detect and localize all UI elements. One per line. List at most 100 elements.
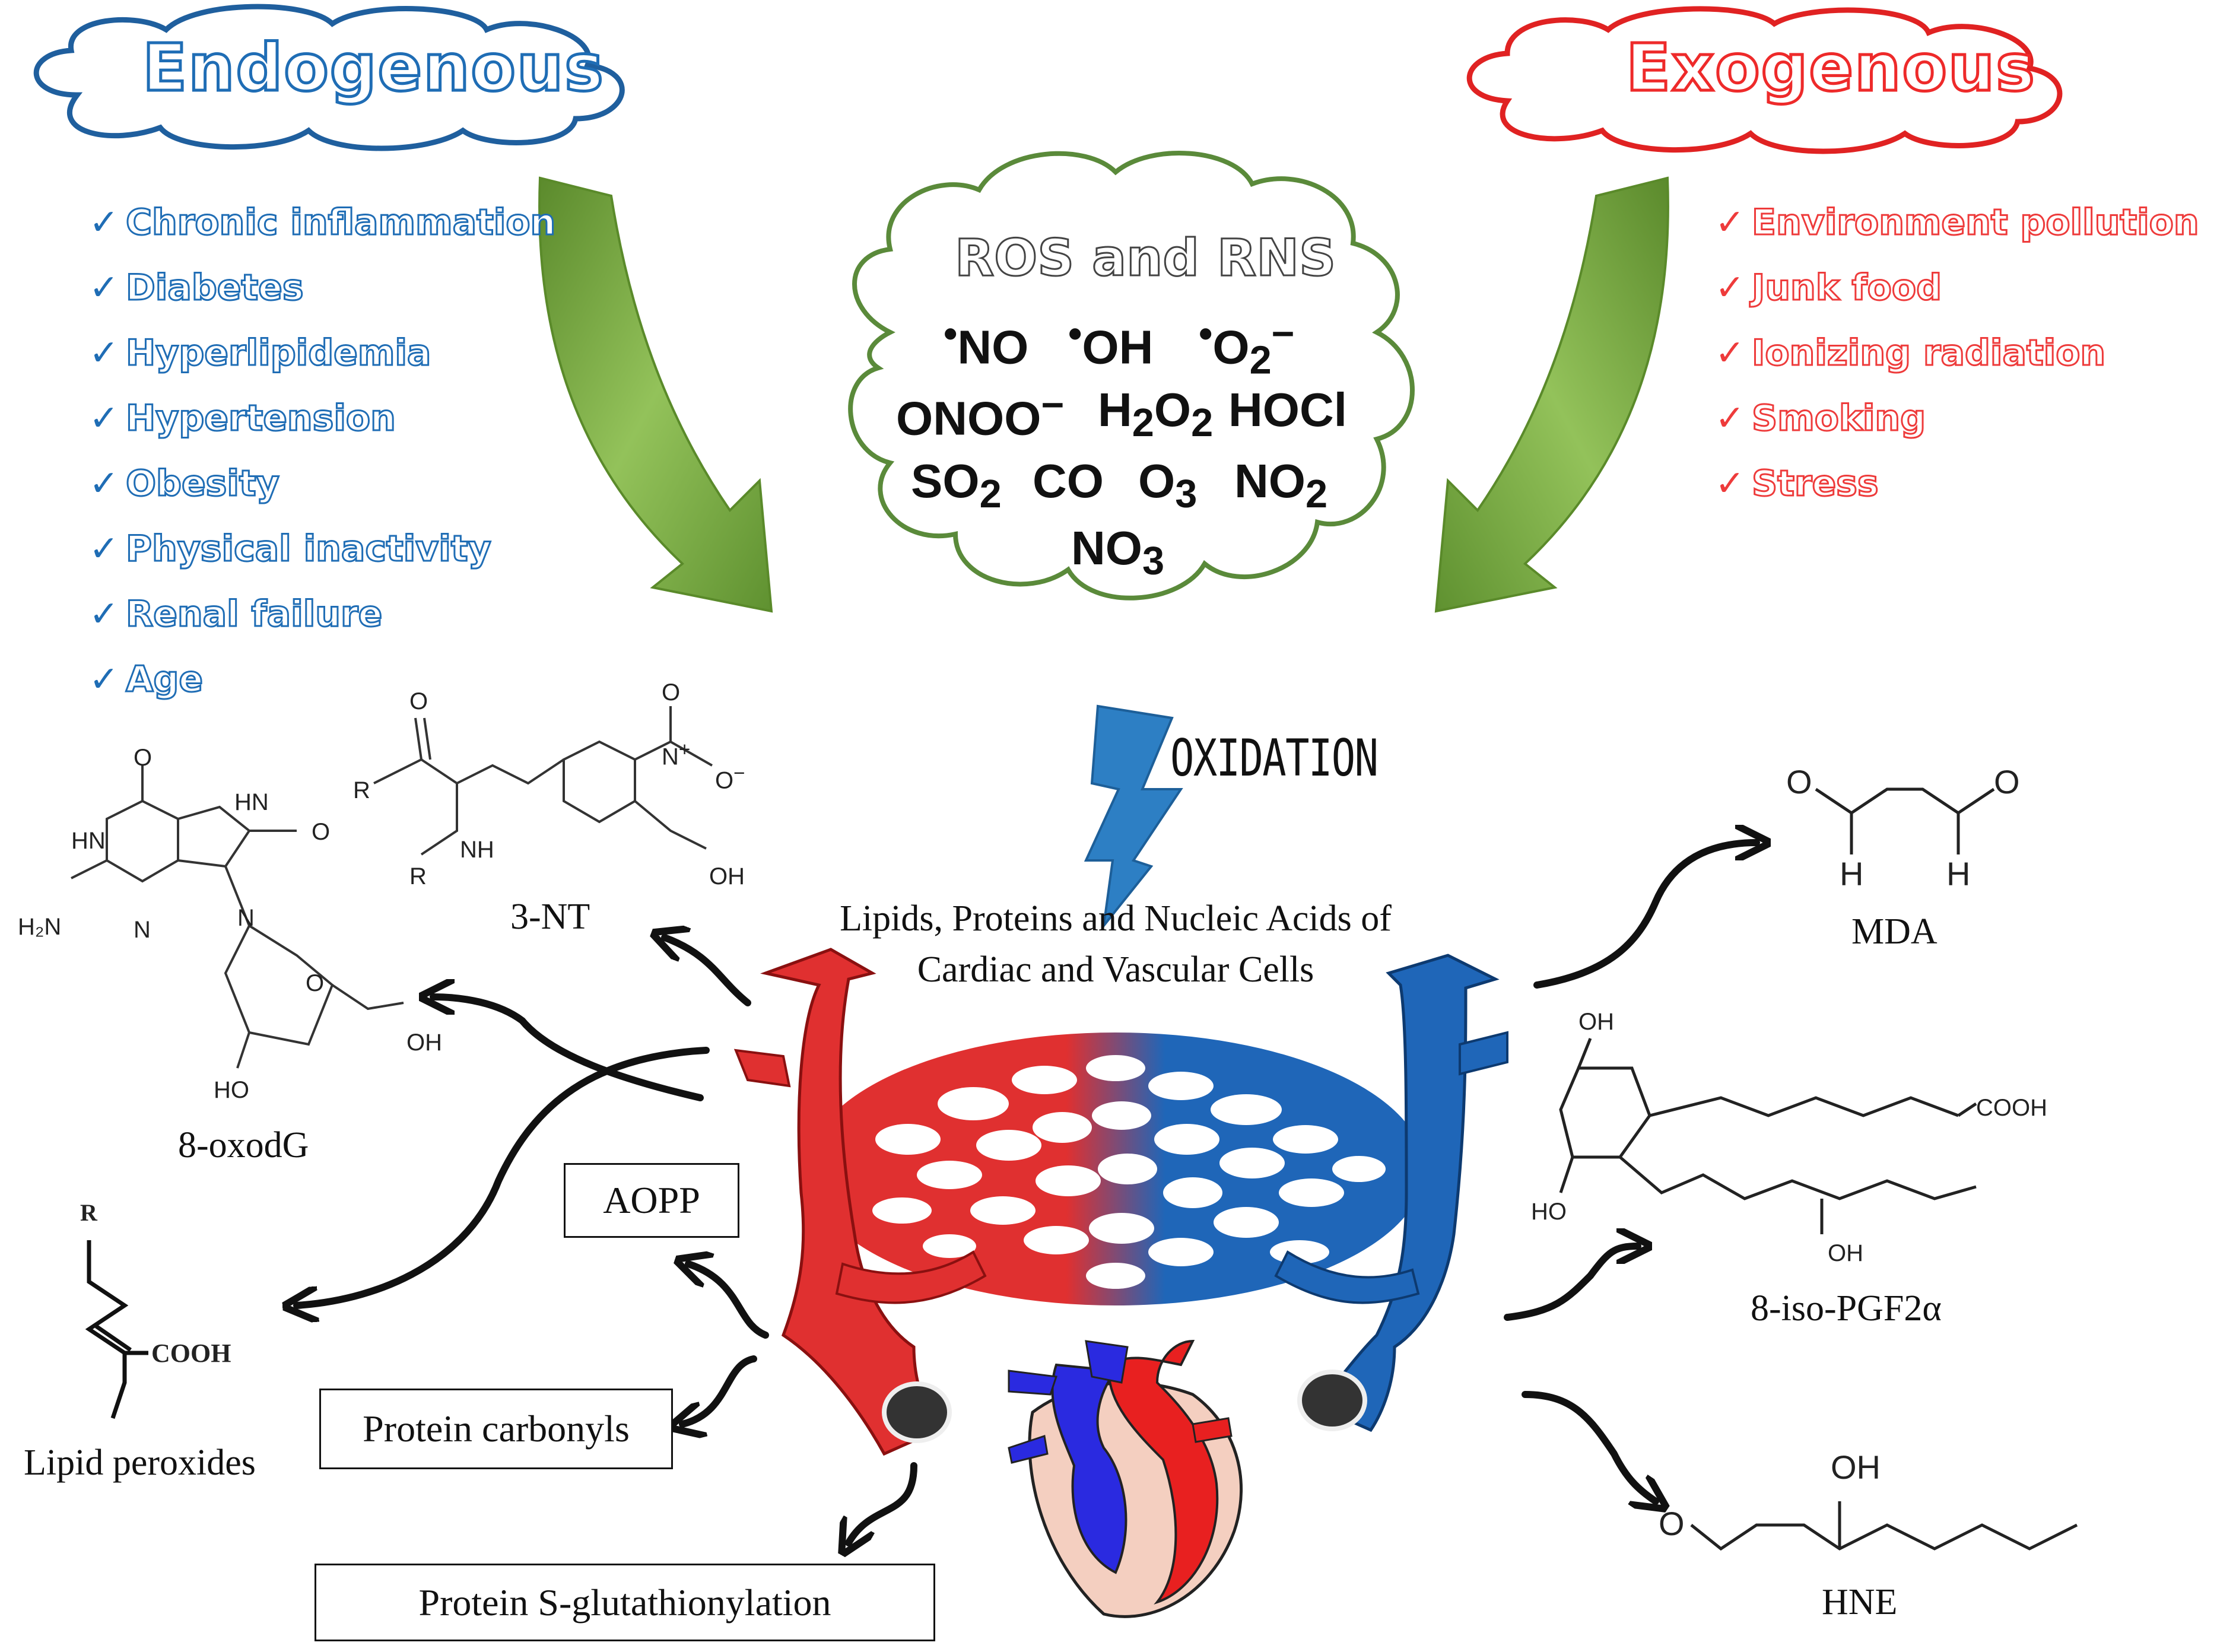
atom-label: O [306, 970, 325, 996]
endogenous-item: ✓Diabetes [89, 255, 555, 320]
checkmark-icon: ✓ [89, 398, 119, 439]
atom-label: O [409, 688, 428, 714]
endogenous-title: Endogenous [141, 28, 605, 107]
atom-label: OH [1828, 1240, 1863, 1266]
endogenous-item: ✓Hyperlipidemia [89, 320, 555, 386]
atom-label: OH [1831, 1448, 1881, 1486]
exogenous-list: ✓Environment pollution ✓Junk food ✓Ioniz… [1715, 190, 2200, 516]
atom-label: OH [1578, 1009, 1614, 1035]
green-arrow-right [1434, 176, 1669, 613]
box-protein-carbonyls: Protein carbonyls [319, 1389, 673, 1469]
species-no2: NO2 [1234, 455, 1328, 516]
endogenous-item: ✓Hypertension [89, 386, 555, 451]
atom-label: H₂N [18, 914, 62, 940]
atom-label: H [1840, 855, 1864, 892]
label-lipid-peroxides: Lipid peroxides [24, 1443, 256, 1483]
species-hocl: HOCl [1228, 383, 1347, 436]
species-so2: SO2 [911, 455, 1002, 516]
label-mda: MDA [1851, 911, 1938, 952]
lightning-bolt [1084, 704, 1183, 930]
checkmark-icon: ✓ [89, 202, 119, 243]
checkmark-icon: ✓ [89, 528, 119, 570]
label-8-oxodg: 8-oxodG [178, 1125, 309, 1165]
atom-label: O [662, 679, 681, 706]
checkmark-icon: ✓ [89, 332, 119, 374]
ros-cloud [848, 151, 1415, 601]
arrow-to-oxodg [433, 997, 704, 1101]
atom-label: NH [460, 837, 494, 863]
capillary-holes [872, 1055, 1386, 1289]
label-3nt: 3-NT [510, 897, 590, 937]
box-aopp: AOPP [564, 1163, 739, 1238]
green-arrow-left [538, 176, 773, 613]
atom-label: O [1659, 1505, 1685, 1542]
checkmark-icon: ✓ [89, 659, 119, 700]
structure-oxodg [71, 765, 404, 1069]
atom-label: O [312, 819, 331, 845]
atom-label: HN [71, 828, 106, 854]
label-8-iso-pgf2a: 8-iso-PGF2α [1751, 1288, 1942, 1329]
artery-lumen [882, 1381, 952, 1443]
arrow-to-aopp [688, 1264, 769, 1339]
artery-branch [733, 1049, 791, 1088]
arrow-to-hne [1522, 1391, 1656, 1501]
endogenous-item: ✓Age [89, 647, 555, 712]
species-no: •NO [944, 312, 1029, 374]
box-protein-glutathionylation: Protein S-glutathionylation [315, 1564, 935, 1641]
atom-label: N [134, 917, 151, 943]
ros-rns-title: ROS and RNS [954, 228, 1336, 289]
endogenous-item: ✓Physical inactivity [89, 516, 555, 582]
black-arrows [297, 843, 1757, 1543]
atom-label: R [80, 1199, 97, 1226]
structure-hne [1690, 1501, 2078, 1551]
checkmark-icon: ✓ [1715, 202, 1745, 243]
checkmark-icon: ✓ [89, 267, 119, 309]
artery-branch-2 [835, 1250, 987, 1304]
atom-label: O [1786, 763, 1812, 800]
exogenous-cloud [1466, 6, 2063, 154]
checkmark-icon: ✓ [89, 463, 119, 504]
species-oh: •OH [1068, 312, 1154, 374]
species-co: CO [1033, 455, 1104, 507]
endogenous-item: ✓Chronic inflammation [89, 190, 557, 255]
checkmark-icon: ✓ [89, 593, 119, 635]
endogenous-list: ✓Chronic inflammation ✓Diabetes ✓Hyperli… [89, 190, 557, 712]
exogenous-item: ✓Smoking [1715, 386, 2199, 451]
vein [1315, 954, 1500, 1432]
targets-label: Lipids, Proteins and Nucleic Acids of Ca… [840, 898, 1392, 990]
exogenous-item: ✓Stress [1715, 451, 2199, 516]
species-hydrogen-peroxide: H2O2 [1098, 383, 1214, 445]
atom-label: O [1994, 763, 2020, 800]
atom-label: H [1946, 855, 1971, 892]
arrow-to-glut [849, 1462, 917, 1543]
species-o3: O3 [1138, 455, 1198, 516]
vein-lumen [1297, 1370, 1367, 1431]
heart-illustration [1008, 1339, 1243, 1618]
species-peroxynitrite: ONOO− [896, 383, 1065, 445]
atom-label: N [237, 905, 255, 931]
exogenous-title: Exogenous [1625, 28, 2037, 107]
structure-lipid [85, 1240, 148, 1419]
checkmark-icon: ✓ [1715, 398, 1745, 439]
endogenous-cloud [33, 4, 625, 151]
atom-label: OH [709, 863, 745, 889]
exogenous-item: ✓Junk food [1715, 255, 2199, 320]
checkmark-icon: ✓ [1715, 332, 1745, 374]
exogenous-item: ✓Environment pollution [1715, 190, 2200, 255]
atom-label: N+ [662, 739, 691, 770]
atom-label: O− [715, 763, 745, 794]
atom-label: HO [214, 1077, 249, 1103]
species-superoxide: •O2− [1199, 312, 1295, 383]
label-hne: HNE [1822, 1582, 1898, 1622]
atom-label: OH [406, 1030, 442, 1056]
atom-label: HN [234, 789, 269, 815]
checkmark-icon: ✓ [1715, 463, 1745, 504]
arrow-to-mda [1533, 843, 1757, 989]
atom-label: R [409, 863, 427, 889]
species-no3: NO3 [1071, 522, 1165, 583]
checkmark-icon: ✓ [1715, 267, 1745, 309]
arrow-to-3nt [665, 938, 751, 1006]
atom-label: O [134, 745, 153, 771]
